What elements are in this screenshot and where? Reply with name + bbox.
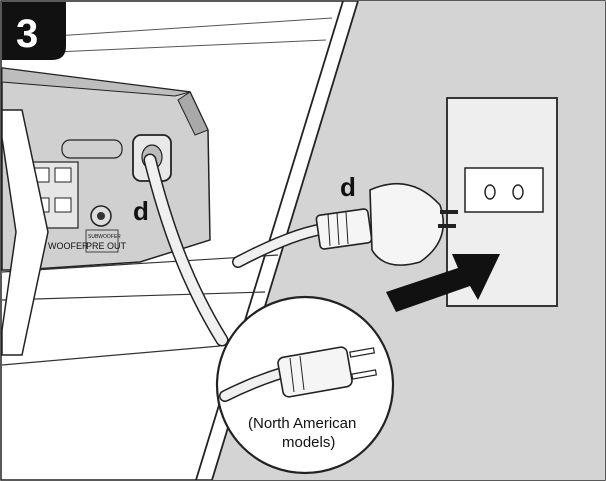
- outlet-socket-right: [512, 184, 524, 200]
- inset-note-line1: (North American: [248, 415, 356, 432]
- port-label-pre-out: PRE OUT: [86, 241, 127, 251]
- step-number: 3: [16, 12, 38, 56]
- step-badge: [2, 2, 66, 60]
- chevron-divider: [1, 109, 49, 356]
- port-label-woofer: WOOFER: [48, 241, 89, 251]
- callout-d-right: d: [340, 172, 356, 202]
- inset-circle: [215, 295, 395, 475]
- euro-plug: [232, 182, 458, 268]
- insert-arrow: [386, 254, 500, 312]
- receiver-scene: SUBWOOFER PRE OUT WOOFER [?: [1, 17, 333, 366]
- inset-note-line2: models): [282, 434, 335, 451]
- port-label-subwoofer-small: SUBWOOFER: [88, 234, 121, 240]
- outlet-socket-left: [484, 184, 496, 200]
- callout-d-left: d: [133, 196, 149, 226]
